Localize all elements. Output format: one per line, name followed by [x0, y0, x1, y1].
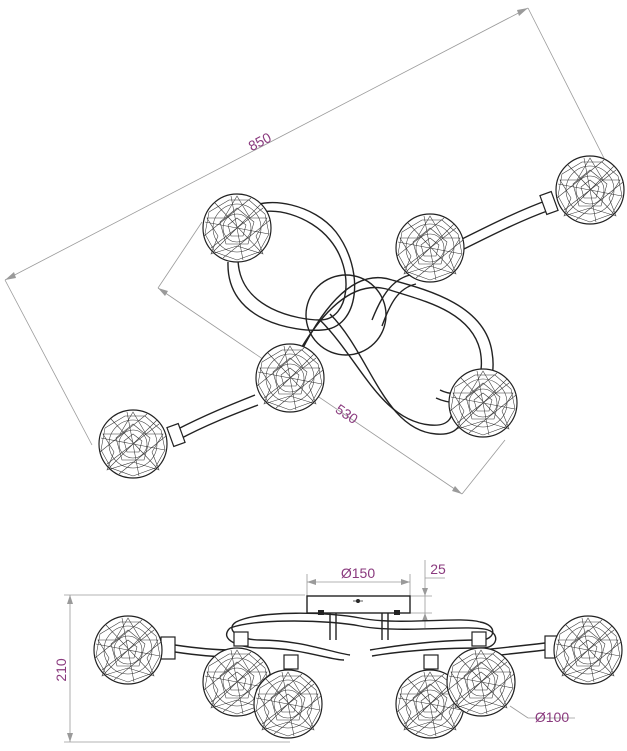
- dimension-height: 210: [53, 594, 305, 743]
- top-view: 850 530: [4, 7, 625, 495]
- globe-top-2: [395, 213, 465, 283]
- globe-side-1: [93, 615, 163, 685]
- dimension-height-label: 210: [53, 658, 69, 682]
- globe-top-4: [255, 343, 325, 413]
- canopy-side: [306, 595, 411, 614]
- dimension-canopy: Ø150: [306, 565, 411, 596]
- dimension-850-label: 850: [246, 129, 274, 154]
- dimension-canopy-label: Ø150: [341, 565, 375, 581]
- side-view: Ø150 25 210: [53, 560, 623, 743]
- dimension-shade: Ø100: [509, 705, 575, 725]
- dimension-shade-label: Ø100: [535, 709, 569, 725]
- globe-top-3: [555, 155, 625, 225]
- globe-top-5: [448, 368, 518, 438]
- long-arm-right: [459, 190, 559, 251]
- globe-top-6: [98, 409, 168, 479]
- long-arm-left: [166, 394, 259, 448]
- globe-side-5: [446, 647, 516, 717]
- dimension-canopy-depth-label: 25: [430, 561, 446, 577]
- globe-side-3: [253, 669, 323, 739]
- dimension-canopy-depth: 25: [410, 560, 446, 628]
- swirl-arms: [227, 201, 494, 435]
- globe-side-6: [553, 615, 623, 685]
- globe-top-1: [202, 193, 272, 263]
